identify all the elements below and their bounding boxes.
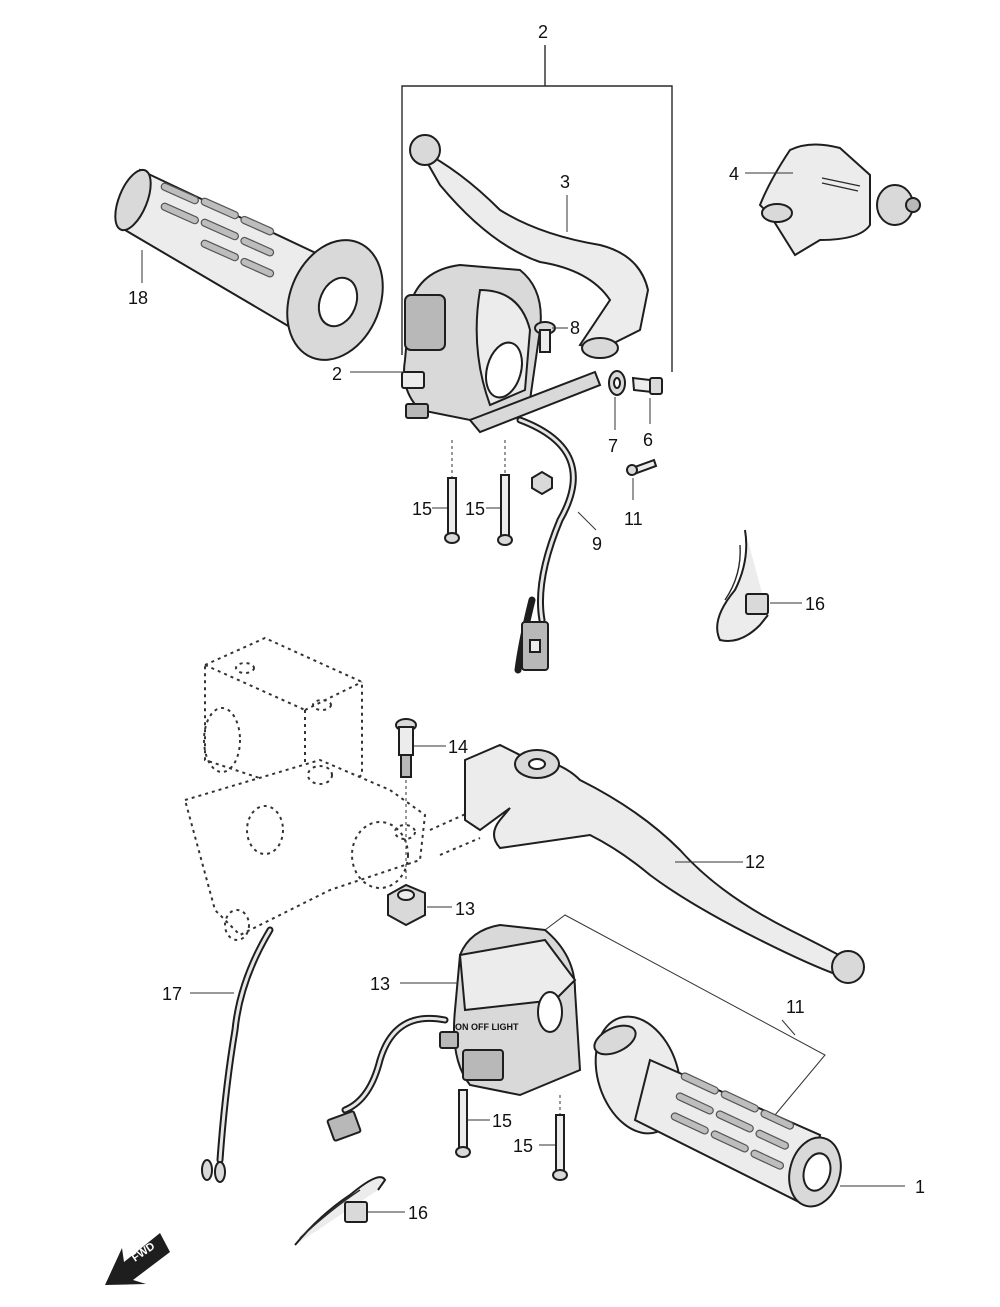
screw-15-lower-a: [455, 1089, 471, 1158]
callout-13-switch: 13: [370, 974, 390, 994]
callout-9: 9: [592, 534, 602, 554]
callout-15-c: 15: [492, 1111, 512, 1131]
callout-7: 7: [608, 436, 618, 456]
wire-harness-9: [514, 416, 577, 674]
callout-16-top: 16: [805, 594, 825, 614]
right-grip-slots: [670, 1072, 795, 1170]
cable-tie-16-top: [716, 529, 769, 642]
part-4-bracket: [758, 143, 921, 257]
callout-2-left: 2: [332, 364, 342, 384]
screw-15-upper-b: [497, 440, 513, 546]
callout-15-b: 15: [465, 499, 485, 519]
callout-16-bottom: 16: [408, 1203, 428, 1223]
brake-lever-12: [464, 743, 865, 984]
callout-15-d: 15: [513, 1136, 533, 1156]
right-switch-wire: [326, 1014, 449, 1142]
stop-switch-wire-17: [201, 926, 274, 1183]
callout-6: 6: [643, 430, 653, 450]
callout-15-a: 15: [412, 499, 432, 519]
left-switch-housing: [401, 263, 602, 434]
callout-8: 8: [570, 318, 580, 338]
ghost-master-cylinder: [183, 636, 481, 941]
cable-tie-16-bottom: [294, 1176, 387, 1246]
switch-text: ON OFF LIGHT: [455, 1022, 519, 1032]
left-grip: [114, 168, 384, 361]
callout-12: 12: [745, 852, 765, 872]
screw-11-upper: [626, 458, 658, 476]
washer-7: [608, 370, 626, 396]
small-nut: [531, 470, 553, 496]
callout-14: 14: [448, 737, 468, 757]
callout-11-bottom: 11: [786, 997, 805, 1017]
callout-17: 17: [162, 984, 182, 1004]
callout-1: 1: [915, 1177, 925, 1197]
assembly-11-bracket: [544, 914, 826, 1116]
left-grip-slots: [160, 182, 275, 278]
upper-lever: [409, 134, 650, 359]
callout-3: 3: [560, 172, 570, 192]
screw-15-lower-b: [552, 1095, 568, 1181]
callout-18: 18: [128, 288, 148, 308]
pivot-bolt-14: [395, 718, 417, 880]
screw-15-upper-a: [444, 440, 460, 544]
callout-4: 4: [729, 164, 739, 184]
bolt-6: [631, 376, 663, 395]
fwd-arrow-icon: FWD: [105, 1233, 170, 1285]
throttle-grip-1: [593, 1015, 842, 1208]
nut-13: [387, 883, 426, 927]
right-switch-housing: ON OFF LIGHT: [439, 923, 582, 1097]
callout-11-top: 11: [624, 509, 643, 529]
callout-13-nut: 13: [455, 899, 475, 919]
callout-2-top: 2: [538, 22, 548, 42]
assembly-2-bracket: [401, 45, 673, 372]
